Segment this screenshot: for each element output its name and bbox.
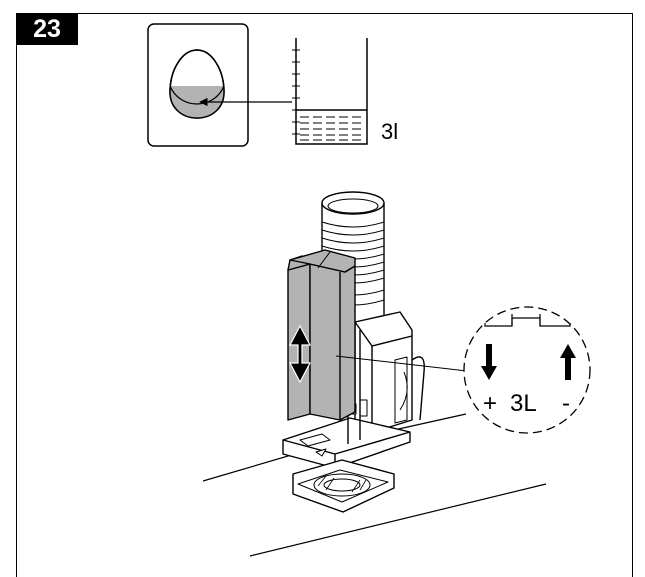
- detail-plus-label: +: [483, 390, 497, 417]
- figure-frame: [16, 13, 633, 577]
- detail-setting-label: 3L: [510, 390, 537, 417]
- arrow-up-icon: [560, 344, 576, 380]
- step-number-badge: 23: [16, 13, 78, 45]
- adjust-up-down-arrow-icon: [289, 324, 311, 384]
- measuring-jug-icon: [292, 38, 368, 145]
- inset-level-label: 3l: [381, 119, 398, 144]
- cistern-inset: [147, 23, 292, 147]
- detail-magnifier: [463, 306, 591, 434]
- detail-leader-line: [335, 355, 468, 372]
- detail-minus-label: -: [562, 390, 570, 417]
- arrow-down-icon: [481, 344, 497, 380]
- flush-valve-assembly: [282, 191, 425, 513]
